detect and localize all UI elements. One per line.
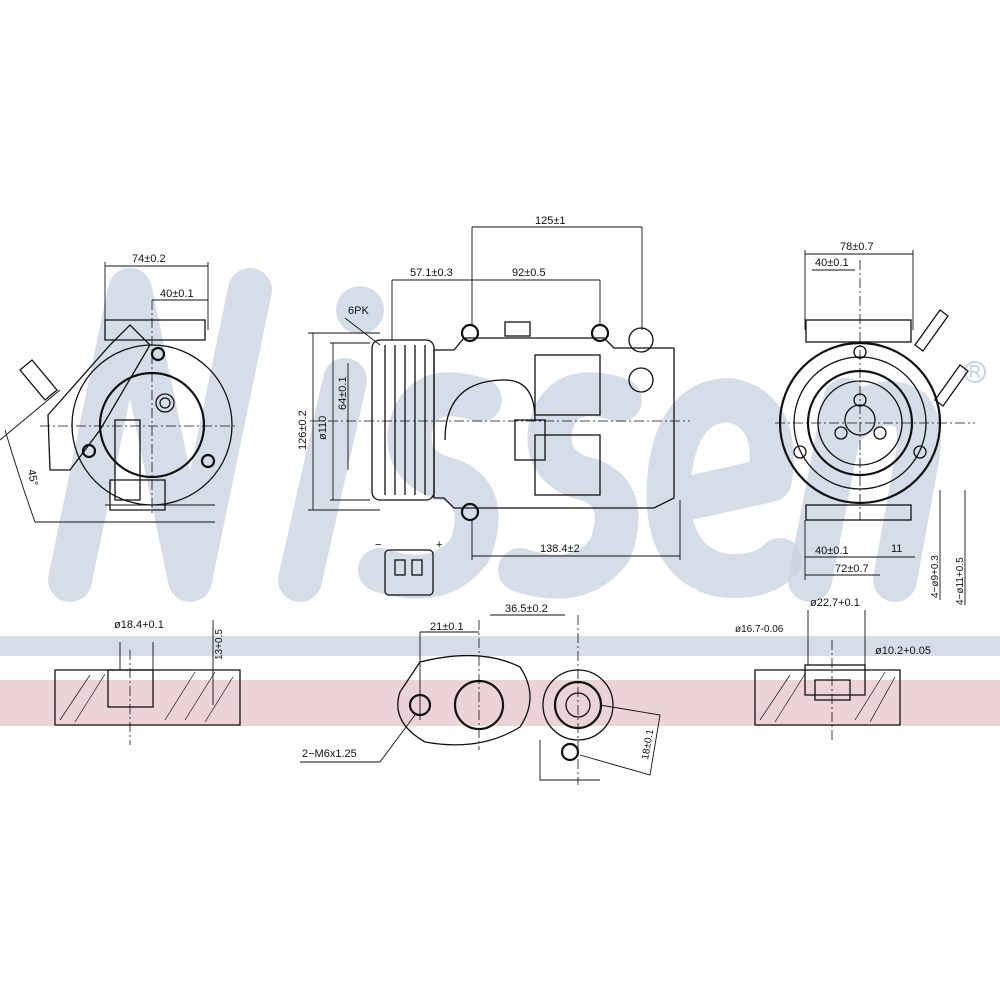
main-length-dim: 138.4±2 [540,543,580,555]
nissens-watermark-logo [48,268,986,602]
connector-plus: + [436,539,442,551]
flange-d1-dim: 21±0.1 [430,621,464,633]
left-angle-dim: 45° [25,468,40,486]
flange-d2-dim: 36.5±0.2 [505,603,548,615]
belt-label: 6PK [348,305,369,317]
left-view [0,262,235,523]
right-thick-dim: 11 [891,543,902,555]
main-height-dim: 126±0.2 [297,410,309,450]
right-bore-dim: ø10.2+0.05 [875,645,931,657]
flange-thread-dim: 2−M6x1.25 [302,748,357,760]
right-outer-dim: ø22.7+0.1 [810,597,860,609]
right-hole1-dim: 4−ø9+0.3 [930,555,941,598]
right-inner-dim: ø16.7-0.06 [735,624,784,635]
main-pulley-dim: ø110 [317,416,329,440]
right-view [775,250,975,605]
main-view [308,226,690,596]
main-d4-dim: 64±0.1 [337,376,349,410]
right-section [754,610,901,740]
main-d1-dim: 57.1±0.3 [410,267,453,279]
left-offset-dim: 40±0.1 [160,288,194,300]
flange-d3-dim: 18±0.1 [640,728,656,760]
left-section [54,620,241,745]
left-depth-dim: 13+0.5 [214,629,225,660]
right-hole2-dim: 4−ø11+0.5 [955,557,966,605]
left-width-dim: 74±0.2 [132,253,166,265]
right-top-offset-dim: 40±0.1 [815,257,849,269]
right-bottom-offset-dim: 40±0.1 [815,545,849,557]
right-bottom-width-dim: 72±0.7 [835,563,869,575]
blue-band [0,636,1000,656]
right-width-dim: 78±0.7 [840,241,874,253]
main-d2-dim: 125±1 [535,215,566,227]
connector-minus: − [375,539,381,551]
left-bore-dim: ø18.4+0.1 [114,619,164,631]
flange-view [300,614,661,785]
registered-mark-icon [964,361,986,383]
main-d3-dim: 92±0.5 [512,267,546,279]
